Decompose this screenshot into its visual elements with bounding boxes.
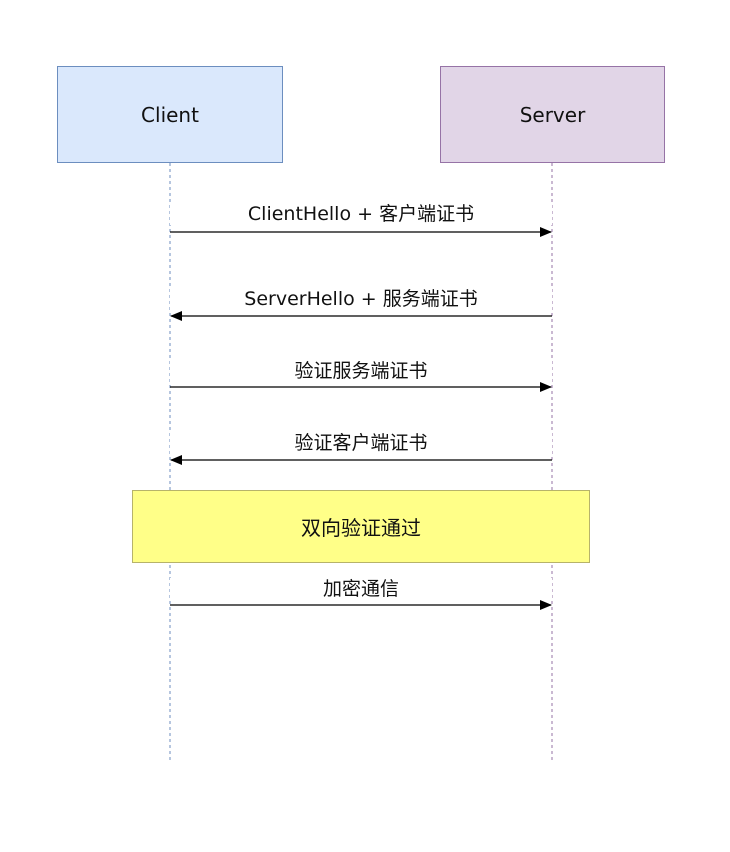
message-label-final: 加密通信 bbox=[170, 578, 552, 600]
server-actor-box: Server bbox=[440, 66, 665, 163]
client-actor-box: Client bbox=[57, 66, 283, 163]
server-actor-label: Server bbox=[519, 102, 586, 127]
mutual-auth-note: 双向验证通过 bbox=[132, 490, 590, 563]
note-label: 双向验证通过 bbox=[301, 516, 421, 540]
message-label-3: 验证服务端证书 bbox=[170, 360, 552, 382]
client-actor-label: Client bbox=[141, 102, 199, 127]
message-label-4: 验证客户端证书 bbox=[170, 432, 552, 454]
message-label-2: ServerHello + 服务端证书 bbox=[170, 288, 552, 310]
message-label-1: ClientHello + 客户端证书 bbox=[170, 203, 552, 225]
